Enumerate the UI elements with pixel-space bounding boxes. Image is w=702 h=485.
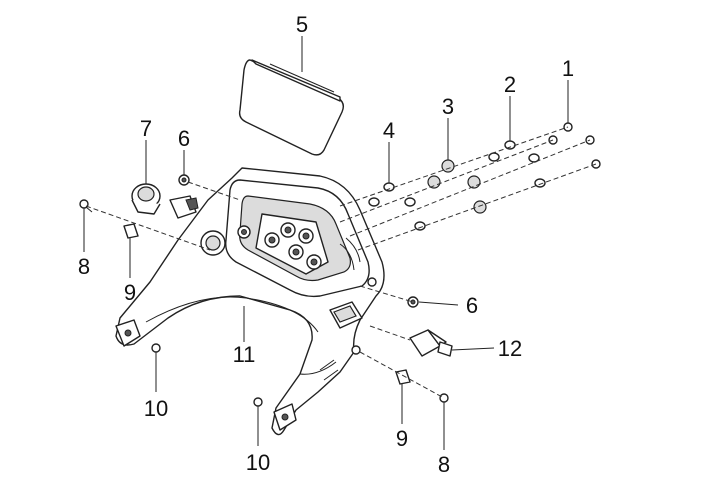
callout-4: 4	[383, 118, 395, 143]
part-5-cover	[238, 59, 345, 156]
part-2-washers	[488, 140, 546, 188]
leader-lines	[83, 36, 569, 450]
callout-6-lower: 6	[466, 293, 478, 318]
callout-3: 3	[442, 94, 454, 119]
callout-10-left: 10	[144, 396, 168, 421]
part-1-bolts	[548, 122, 601, 169]
part-6-nut-lower	[407, 296, 419, 308]
callout-2: 2	[504, 72, 516, 97]
part-12-connector	[329, 301, 453, 357]
part-9-clip-right	[395, 369, 411, 385]
callout-8-right: 8	[438, 452, 450, 477]
callout-11: 11	[233, 342, 256, 367]
part-8-screw-right	[439, 393, 449, 403]
callout-1: 1	[562, 56, 574, 81]
assembly-lines	[85, 126, 597, 399]
callout-9-left: 9	[124, 280, 136, 305]
part-4-washers	[368, 182, 426, 231]
part-7-plug	[131, 183, 199, 219]
part-6-nut-upper	[178, 174, 190, 186]
part-9-clip-left	[123, 223, 139, 239]
callout-10-bottom: 10	[246, 450, 270, 475]
callout-12: 12	[498, 336, 522, 361]
callout-6-upper: 6	[178, 126, 190, 151]
callout-7: 7	[140, 116, 152, 141]
callout-5: 5	[296, 12, 308, 37]
part-11-housing	[115, 167, 385, 436]
callout-8-left: 8	[78, 254, 90, 279]
part-10-screw-bottom	[253, 397, 263, 407]
part-10-screw-left	[151, 343, 161, 353]
callout-9-right: 9	[396, 426, 408, 451]
part-3-grommets	[427, 159, 487, 214]
